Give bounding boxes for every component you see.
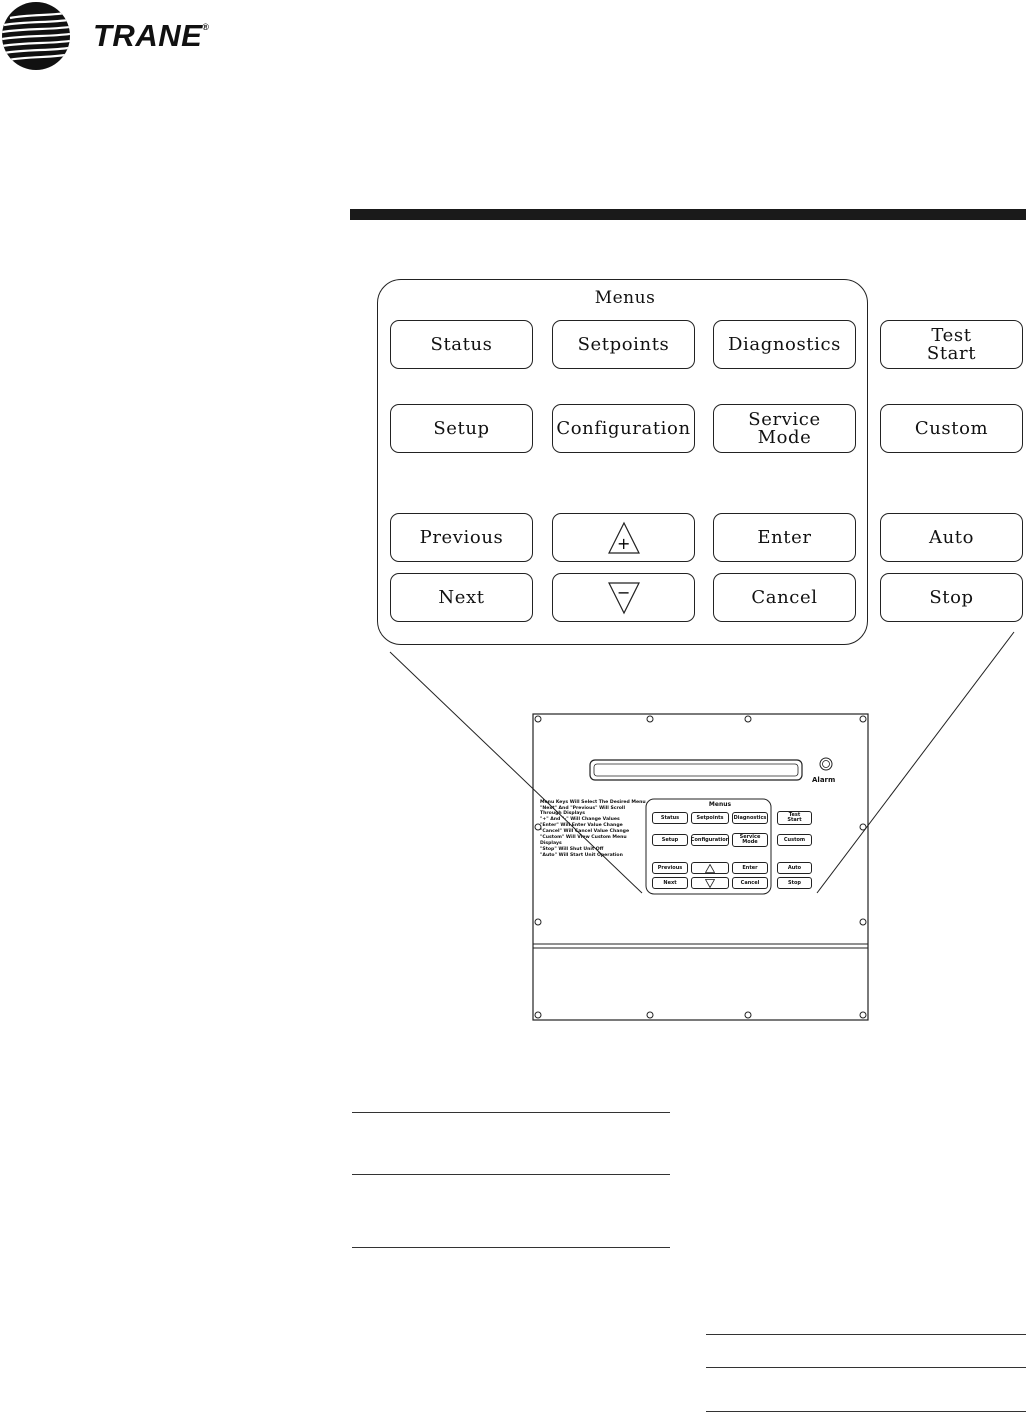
table-rule (706, 1334, 1026, 1335)
triangle-up-plus-icon: + (607, 521, 640, 554)
table-rule (352, 1247, 670, 1248)
alarm-label: Alarm (812, 776, 836, 784)
cancel-key[interactable]: Cancel (713, 573, 856, 622)
mini-cancel-key: Cancel (732, 877, 768, 889)
custom-key[interactable]: Custom (880, 404, 1023, 453)
trane-globe-icon (2, 2, 70, 70)
service-mode-key[interactable]: Service Mode (713, 404, 856, 453)
mini-setup-key: Setup (652, 834, 688, 846)
instruction-line: Menu Keys Will Select The Desired Menu (540, 800, 646, 805)
controller-instructions: Menu Keys Will Select The Desired Menu "… (540, 800, 648, 859)
mini-auto-key: Auto (777, 862, 812, 874)
table-rule (352, 1112, 670, 1113)
mini-custom-key: Custom (777, 834, 812, 846)
instruction-line: "Custom" Will View Custom Menu Displays (540, 835, 627, 846)
mini-status-key: Status (652, 812, 688, 824)
trane-logo (0, 0, 230, 75)
alarm-light (819, 757, 833, 771)
setpoints-key[interactable]: Setpoints (552, 320, 695, 369)
instruction-line: "Enter" Will Enter Value Change (540, 823, 623, 829)
mini-configuration-key: Configuration (691, 834, 729, 846)
menus-panel (377, 279, 868, 645)
instruction-line: "Auto" Will Start Unit Operation (540, 852, 623, 858)
test-start-key[interactable]: Test Start (880, 320, 1023, 369)
auto-key[interactable]: Auto (880, 513, 1023, 562)
svg-text:+: + (616, 534, 630, 553)
mini-enter-key: Enter (732, 862, 768, 874)
table-rule (352, 1174, 670, 1175)
diagnostics-key[interactable]: Diagnostics (713, 320, 856, 369)
mini-previous-key: Previous (652, 862, 688, 874)
mini-increment-key (691, 862, 729, 874)
table-rule (706, 1367, 1026, 1368)
mini-stop-key: Stop (777, 877, 812, 889)
increment-key[interactable]: + (552, 513, 695, 562)
mini-setpoints-key: Setpoints (691, 812, 729, 824)
instruction-line: "Cancel" Will Cancel Value Change (540, 829, 630, 835)
table-rule (706, 1411, 1026, 1412)
menus-title: Menus (594, 288, 656, 308)
decrement-key[interactable]: − (552, 573, 695, 622)
mini-service-mode-key: Service Mode (732, 833, 768, 847)
svg-text:−: − (616, 583, 630, 602)
configuration-key[interactable]: Configuration (552, 404, 695, 453)
brand-name: TRANE® (93, 18, 210, 53)
stop-key[interactable]: Stop (880, 573, 1023, 622)
mini-menus-title: Menus (708, 801, 732, 808)
mini-triangle-up-icon (705, 863, 715, 873)
next-key[interactable]: Next (390, 573, 533, 622)
setup-key[interactable]: Setup (390, 404, 533, 453)
triangle-down-minus-icon: − (607, 581, 640, 614)
instruction-line: "Stop" Will Shut Unit Off (540, 846, 604, 852)
previous-key[interactable]: Previous (390, 513, 533, 562)
mini-diagnostics-key: Diagnostics (732, 812, 768, 824)
mini-triangle-down-icon (705, 878, 715, 888)
instruction-line: "+" And "-" Will Change Values (540, 817, 620, 823)
status-key[interactable]: Status (390, 320, 533, 369)
enter-key[interactable]: Enter (713, 513, 856, 562)
leader-line-right (816, 631, 1015, 894)
section-header-rule (350, 209, 1026, 220)
display-window (589, 759, 803, 781)
instruction-line: "Next" And "Previous" Will Scroll Throug… (540, 806, 626, 817)
mini-next-key: Next (652, 877, 688, 889)
mini-test-start-key: Test Start (777, 811, 812, 825)
mini-decrement-key (691, 877, 729, 889)
